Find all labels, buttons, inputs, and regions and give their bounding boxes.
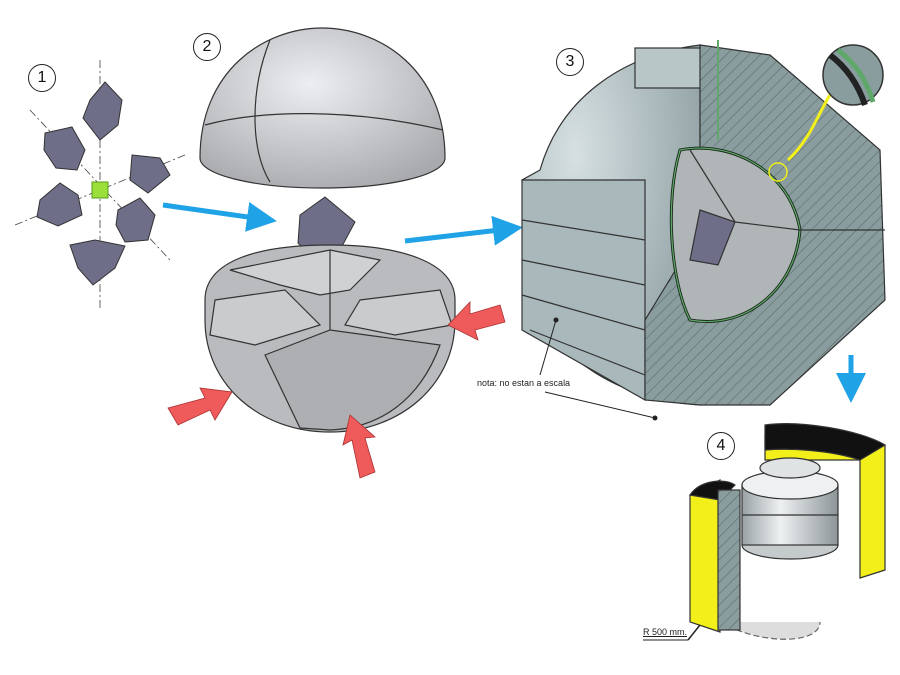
detail-marker — [768, 162, 788, 182]
arrow-step1-to-2 — [162, 202, 277, 232]
pressure-arrows — [167, 301, 506, 479]
detail-arrow — [786, 94, 832, 162]
note-leader — [544, 391, 656, 419]
lower-split-hemisphere — [204, 244, 456, 433]
seed-cube — [91, 181, 109, 199]
cylinder-cutaway — [688, 423, 887, 640]
magnified-detail — [822, 44, 884, 106]
note-leader — [539, 319, 557, 376]
crystal-cluster — [14, 60, 186, 310]
step-1-label: 1 — [28, 64, 56, 92]
step-4-label: 4 — [707, 432, 735, 460]
red-arrow — [447, 301, 506, 341]
crystal-in-cell — [689, 209, 736, 266]
crystal — [115, 197, 156, 243]
crystal — [129, 154, 171, 194]
radius-label: R 500 mm. — [643, 627, 688, 637]
red-arrow — [167, 387, 233, 426]
upper-dome — [199, 27, 446, 189]
scale-note: nota: no estan a escala — [477, 378, 571, 388]
step-2-label: 2 — [193, 33, 221, 61]
red-arrow — [342, 414, 376, 479]
pressure-sphere — [521, 40, 886, 406]
arrow-step2-to-3 — [404, 215, 523, 246]
crystal — [82, 81, 123, 141]
crystal — [43, 126, 86, 171]
step-3-label: 3 — [556, 48, 584, 76]
crystal — [69, 239, 126, 286]
crystal — [36, 182, 83, 227]
